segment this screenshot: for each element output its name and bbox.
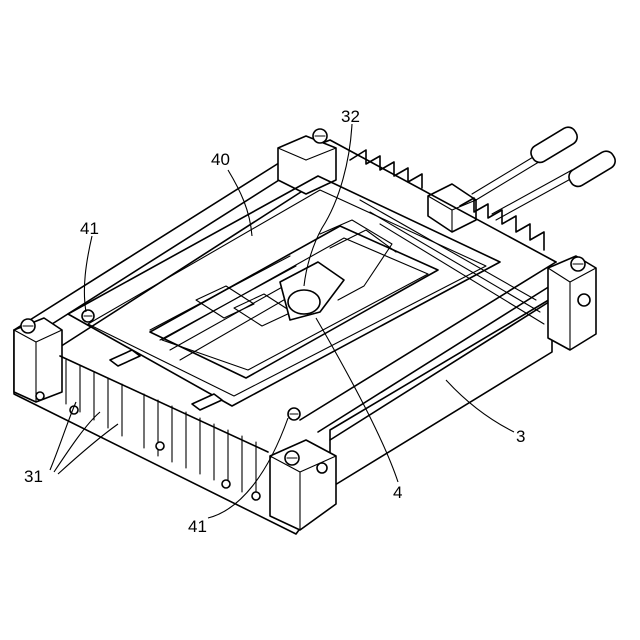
front-fins (60, 356, 268, 500)
end-block-front-left (14, 318, 62, 402)
screw-back-right (571, 257, 585, 271)
label-31: 31 (24, 467, 43, 486)
label-41-top: 41 (80, 219, 99, 238)
end-block-back-left (278, 136, 336, 194)
screw-back-left (313, 129, 327, 143)
end-block-front-right (270, 440, 336, 530)
end-block-back-right (548, 256, 596, 350)
screw-front-right (285, 451, 299, 465)
label-41-bottom: 41 (188, 517, 207, 536)
label-40: 40 (211, 150, 230, 169)
screw-cover-front (288, 408, 300, 420)
screw-cover-left (82, 310, 94, 322)
leader-31-a (50, 402, 76, 470)
component-bracket (280, 220, 396, 320)
cable-assembly (428, 124, 618, 232)
screw-front-left (21, 319, 35, 333)
label-3: 3 (516, 427, 525, 446)
label-32: 32 (341, 107, 360, 126)
label-4: 4 (393, 483, 402, 502)
